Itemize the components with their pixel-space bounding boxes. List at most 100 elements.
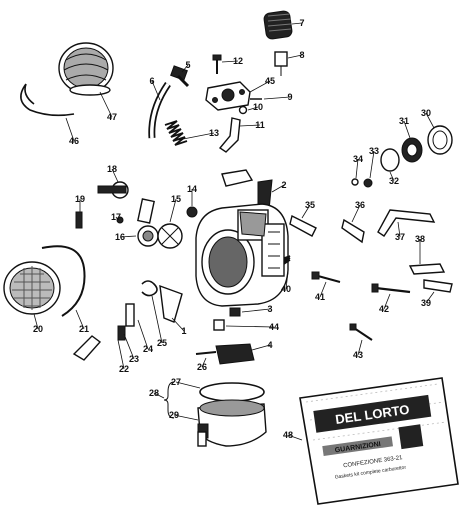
callout-28: 28 [149,388,159,398]
callout-25: 25 [157,338,167,348]
filter-element [3,261,61,315]
leader-47 [99,91,113,118]
bolt-43 [349,323,373,341]
leader-37 [397,221,401,238]
callout-17: 17 [111,212,121,222]
callout-14: 14 [187,184,197,194]
leader-17 [115,216,119,221]
leader-23 [123,333,135,360]
callout-42: 42 [379,304,389,314]
callout-4: 4 [267,340,272,350]
leader-27 [175,381,201,389]
gasket-package: DEL LORTO GUARNIZIONI CONFEZIONE 363-21 … [299,377,459,505]
mounting-strap [377,209,436,237]
leader-42 [383,293,391,310]
callout-26: 26 [197,362,207,372]
leader-28 [153,392,165,399]
callout-15: 15 [171,194,181,204]
leader-36 [351,204,361,223]
leader-48 [287,434,303,441]
leader-44 [225,325,275,328]
bracket [221,169,254,187]
callout-23: 23 [129,354,139,364]
callout-35: 35 [305,200,315,210]
callout-32: 32 [389,176,399,186]
callout-11: 11 [255,120,265,130]
leader-4 [251,344,271,351]
leader-22 [117,339,125,370]
callout-31: 31 [399,116,409,126]
leader-9 [263,96,291,100]
air-filter-dome [58,42,114,96]
fuel-fitting [170,65,190,88]
bearing-kit [351,125,453,188]
leader-5 [181,64,189,73]
callout-39: 39 [421,298,431,308]
callout-33: 33 [369,146,379,156]
callout-21: 21 [79,324,89,334]
leader-40 [285,271,289,290]
jet-holder [213,319,225,331]
callout-19: 19 [75,194,85,204]
jet [229,307,241,317]
leader-41 [319,281,327,298]
screw-head [186,206,198,218]
washer [238,105,248,115]
leader-15 [169,198,177,223]
callout-34: 34 [353,154,363,164]
callout-9: 9 [287,92,292,102]
callout-38: 38 [415,234,425,244]
atomizer [215,343,255,365]
carburetor-body [195,203,289,307]
leader-6 [151,80,161,101]
leader-7 [291,22,303,25]
spring-clip [20,83,75,117]
cover-screw [212,54,222,74]
leader-11 [239,124,261,127]
callout-7: 7 [299,18,304,28]
throttle-lever [159,284,183,323]
callout-46: 46 [69,136,79,146]
leader-34 [355,158,359,179]
leader-26 [201,357,207,368]
throttle-spring [164,120,188,146]
link-arm [423,279,453,293]
bolt-41 [311,271,341,283]
leader-18 [111,168,119,183]
callout-20: 20 [33,324,43,334]
leader-21 [75,309,85,330]
leader-46 [65,117,75,142]
callout-43: 43 [353,350,363,360]
bolt-42 [371,283,411,294]
callout-5: 5 [185,60,190,70]
small-screw [117,325,126,341]
linkage-plate [72,335,102,361]
leader-33 [369,150,375,179]
return-spring [141,280,158,297]
parts-artwork: DEL LORTO GUARNIZIONI CONFEZIONE 363-21 … [3,10,459,505]
leader-32 [389,171,395,182]
leader-3 [241,308,271,313]
callout-27: 27 [171,377,181,387]
leader-39 [425,291,435,304]
callout-36: 36 [355,200,365,210]
leader-2 [271,184,285,193]
callout-48: 48 [283,430,293,440]
leader-25 [151,295,163,344]
choke-lever [218,117,241,153]
top-cover [205,81,251,111]
rubber-cap [263,10,293,40]
leader-45 [249,80,271,93]
brace-28 [163,381,175,419]
cable-bracket-a [289,214,317,237]
cable-bracket-b [341,218,365,244]
callout-10: 10 [253,102,263,112]
callout-16: 16 [115,232,125,242]
spring-small [283,255,291,265]
bowl-gasket [199,382,265,402]
leader-13 [177,132,215,141]
callout-12: 12 [233,56,243,66]
leader-24 [137,319,149,350]
leader-35 [301,204,311,219]
